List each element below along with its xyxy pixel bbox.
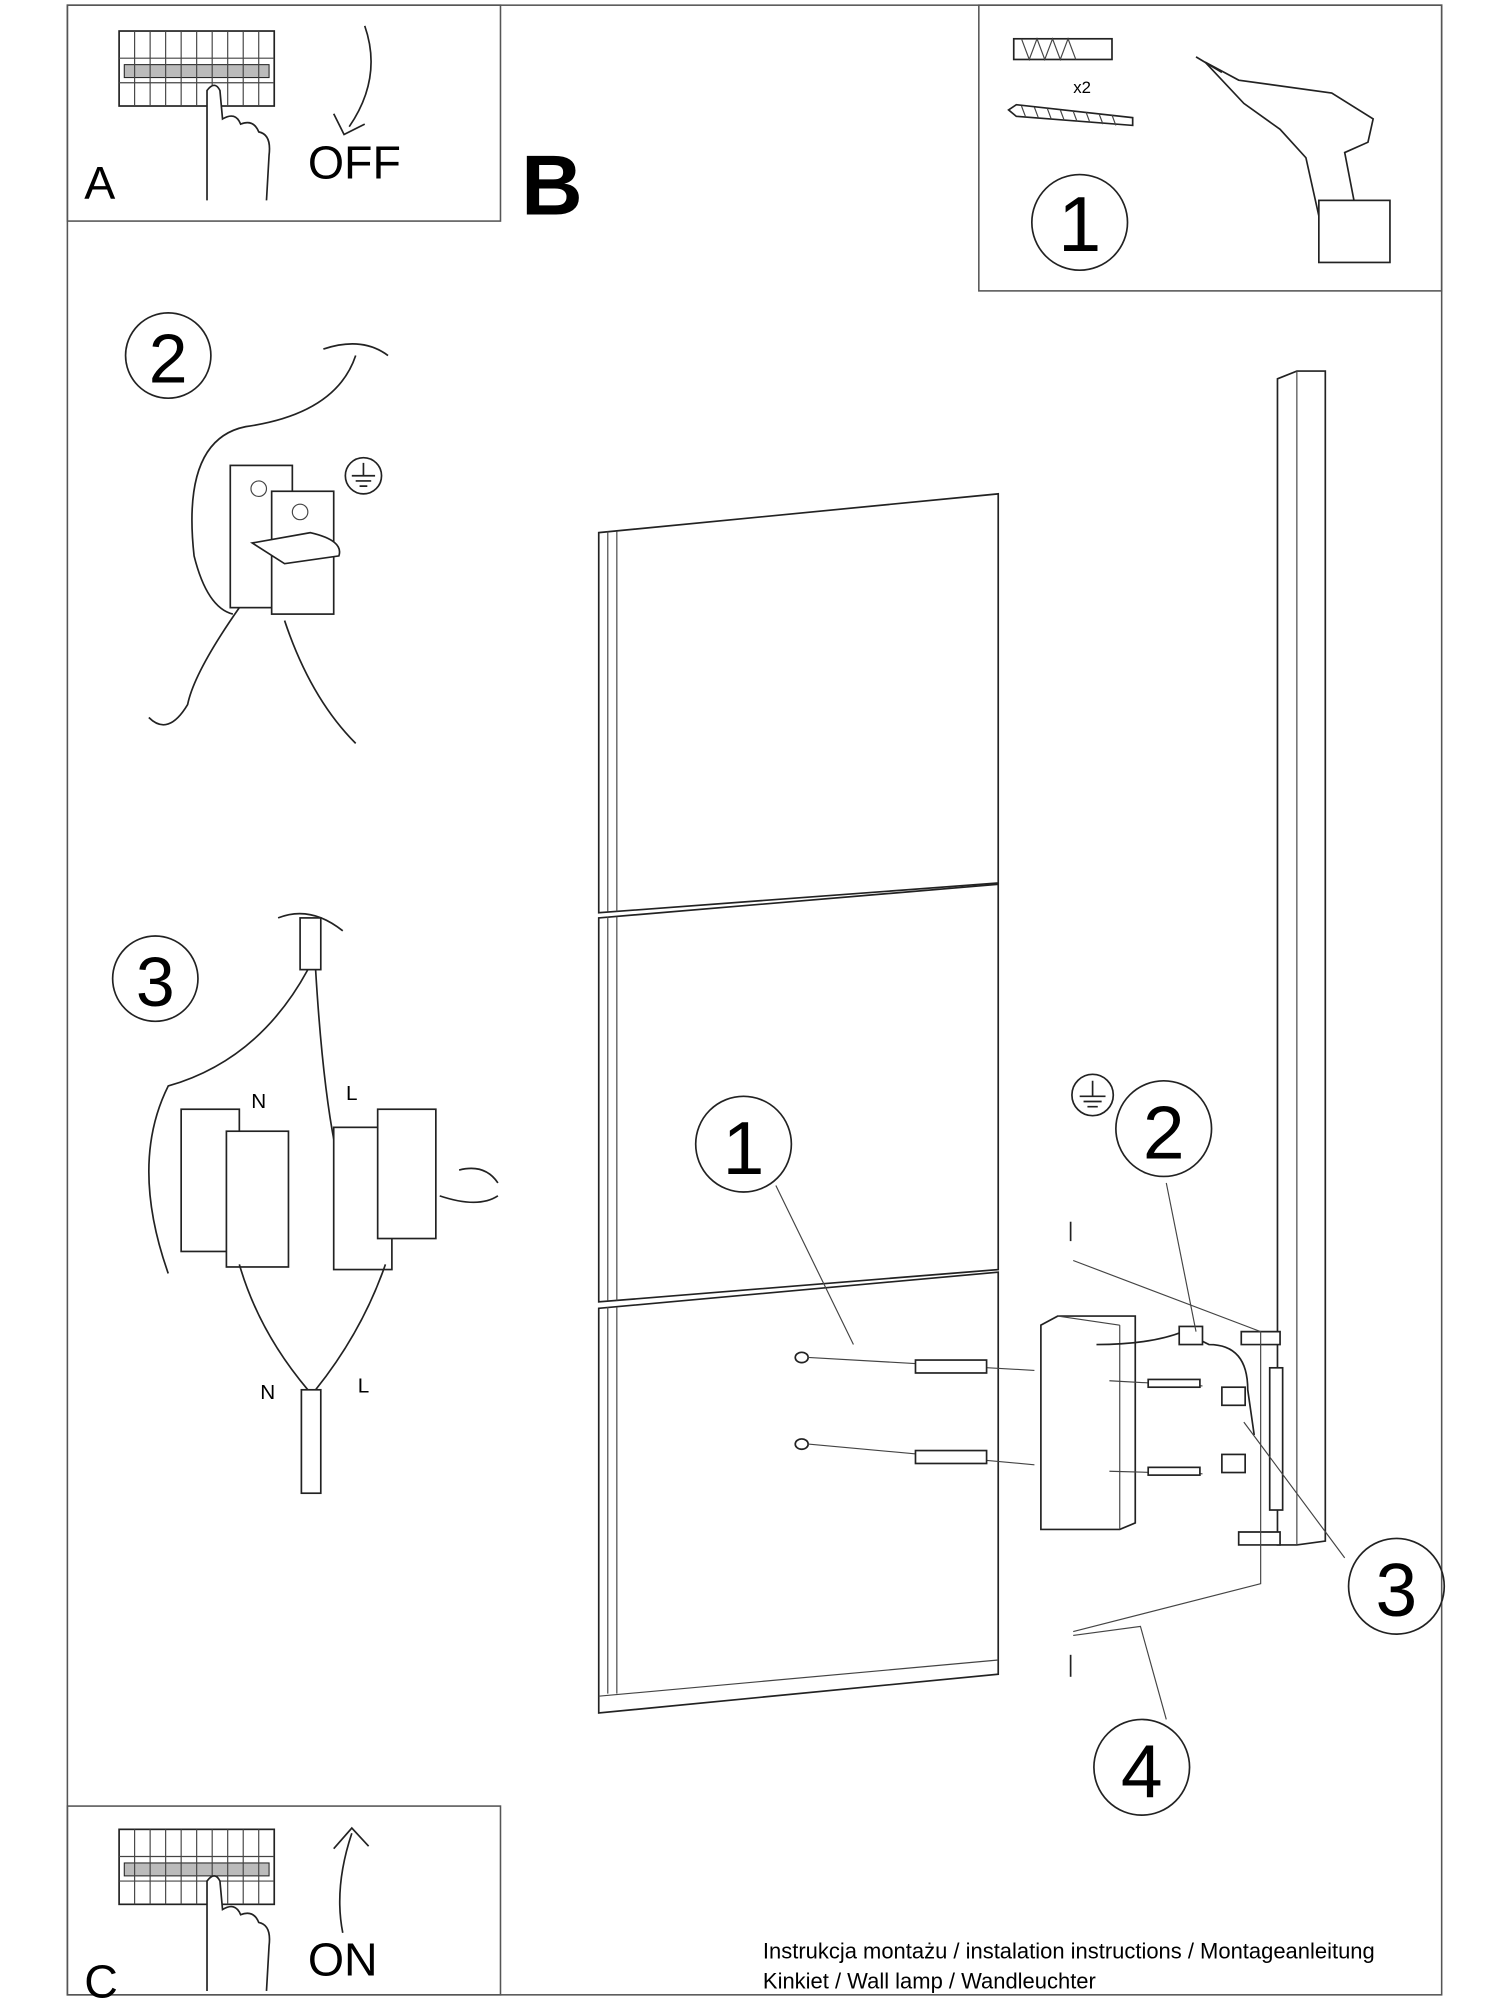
arrow-down-icon — [332, 25, 372, 136]
wiring-step-2: 2 — [124, 312, 389, 744]
screw-icon — [1007, 103, 1134, 127]
wall-plug-icon — [1012, 37, 1113, 62]
on-label: ON — [308, 1933, 378, 1985]
svg-text:2: 2 — [1143, 1090, 1185, 1174]
arrow-up-icon — [333, 1826, 370, 1933]
panel-c-letter: C — [84, 1955, 118, 2000]
panel-a-power-off: A OFF — [66, 4, 502, 222]
panel-c-power-on: C ON — [66, 1805, 502, 2000]
panel-a-letter: A — [84, 157, 115, 209]
step-circle — [1030, 173, 1129, 272]
svg-text:4: 4 — [1121, 1729, 1163, 1813]
ground-symbol-icon — [344, 456, 383, 495]
step-2-number: 2 — [149, 320, 188, 398]
callout-2: 2 — [1115, 1079, 1213, 1178]
terminal-connector-icon — [229, 464, 341, 615]
step-number: 1 — [1058, 182, 1101, 268]
mounting-hardware: 1 2 3 4 — [694, 1073, 1446, 1816]
breaker-panel-icon — [118, 1828, 276, 1906]
hand-icon — [206, 1875, 271, 1991]
off-label: OFF — [308, 136, 401, 188]
tools-box: x2 1 — [978, 4, 1443, 292]
step-3-number: 3 — [136, 943, 175, 1021]
ground-symbol-icon — [1071, 1073, 1115, 1117]
neutral-label: N — [260, 1381, 275, 1404]
section-b-letter: B — [521, 139, 583, 234]
svg-text:1: 1 — [723, 1106, 765, 1190]
wall-panels — [597, 492, 1000, 1714]
page-frame — [66, 4, 1443, 1996]
breaker-panel-icon — [118, 30, 276, 107]
drill-icon — [1195, 56, 1391, 264]
live-label: L — [346, 1082, 358, 1105]
callout-1: 1 — [694, 1095, 793, 1193]
footer-title: Instrukcja montażu / instalation instruc… — [763, 1939, 1375, 1964]
callout-3: 3 — [1347, 1537, 1446, 1635]
callout-4: 4 — [1093, 1718, 1191, 1816]
wiring-step-3: 3 N L N L — [111, 912, 499, 1495]
hand-icon — [206, 84, 271, 201]
wall-lamp — [1237, 370, 1327, 1546]
neutral-label: N — [251, 1090, 266, 1113]
quantity-label: x2 — [1073, 78, 1091, 97]
footer-subtitle: Kinkiet / Wall lamp / Wandleuchter — [763, 1968, 1096, 1993]
live-label: L — [358, 1374, 370, 1397]
svg-text:3: 3 — [1376, 1548, 1418, 1632]
